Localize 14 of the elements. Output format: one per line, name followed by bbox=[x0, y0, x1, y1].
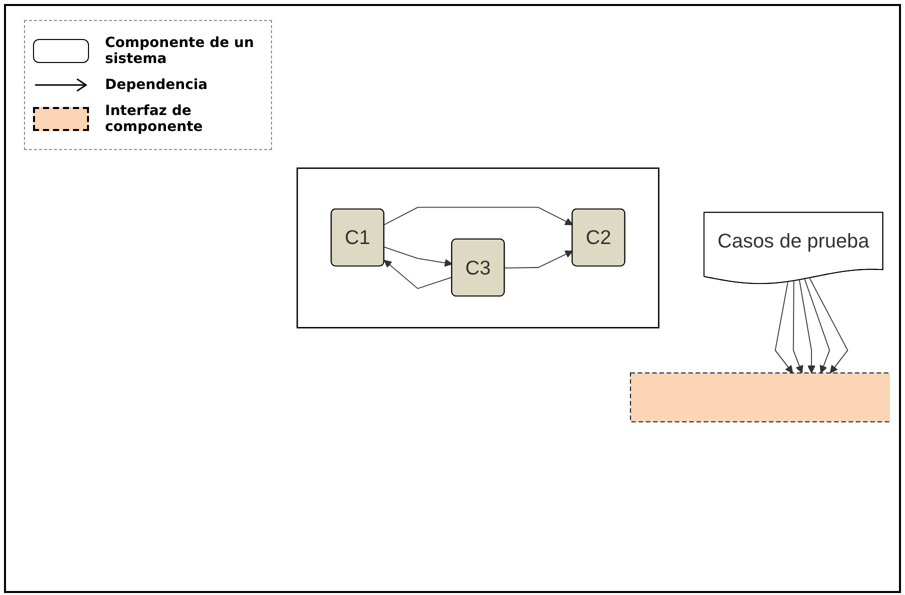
arrow bbox=[798, 280, 816, 374]
legend-label: Interfaz de componente bbox=[105, 103, 204, 135]
arrow bbox=[384, 246, 452, 267]
arrow bbox=[384, 206, 573, 226]
arrow bbox=[804, 278, 830, 374]
arrow bbox=[774, 282, 794, 374]
arrow bbox=[384, 260, 453, 290]
node-bar bbox=[630, 372, 890, 422]
arrow bbox=[792, 280, 804, 374]
cluster bbox=[296, 168, 660, 328]
legend-label: Dependencia bbox=[105, 77, 208, 93]
legend-label: Componente de un sistema bbox=[105, 35, 255, 67]
arrow bbox=[504, 250, 573, 268]
arrow bbox=[809, 278, 848, 374]
